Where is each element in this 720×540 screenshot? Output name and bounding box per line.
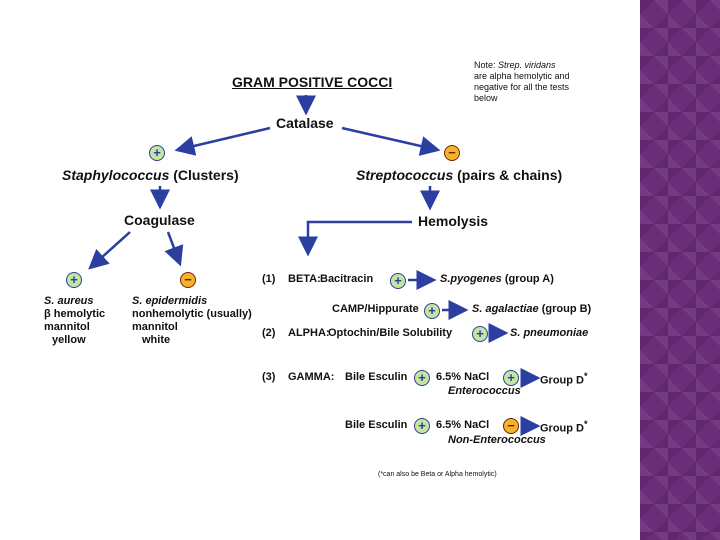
arrow-hemolysis-branch xyxy=(298,220,412,257)
note-label: Note: xyxy=(474,60,496,70)
staph-arrangement: (Clusters) xyxy=(173,167,239,183)
gamma-number: (3) xyxy=(262,371,276,383)
pyogenes-group: (group A) xyxy=(504,273,554,285)
alpha-number: (2) xyxy=(262,327,276,339)
strep-arrangement: (pairs & chains) xyxy=(457,167,563,183)
pneumoniae-result: S. pneumoniae xyxy=(510,327,589,339)
plus-sign-nacl-1: + xyxy=(503,370,519,386)
group-d-asterisk-2: * xyxy=(584,419,588,429)
plus-sign-optochin: + xyxy=(472,326,488,342)
group-d-label-2: Group D xyxy=(540,422,584,435)
bacitracin-test: Bacitracin xyxy=(320,273,374,285)
streptococcus-node: Streptococcus (pairs & chains) xyxy=(356,167,562,183)
strep-genus: Streptococcus xyxy=(356,167,454,183)
epidermidis-name: S. epidermidis xyxy=(132,295,208,307)
note-line-3: negative for all the tests xyxy=(474,82,570,92)
footnote: (*can also be Beta or Alpha hemolytic) xyxy=(378,471,497,478)
aureus-node: S. aureus β hemolytic mannitol yellow xyxy=(44,295,105,347)
minus-sign-strep: − xyxy=(444,145,460,161)
hemolysis-test: Hemolysis xyxy=(418,213,489,229)
epidermidis-hemolysis: nonhemolytic (usually) xyxy=(132,308,252,320)
non-enterococcus-label: Non-Enterococcus xyxy=(448,434,546,446)
group-d-label-1: Group D xyxy=(540,374,584,387)
plus-sign-camp: + xyxy=(424,303,440,319)
aureus-name: S. aureus xyxy=(44,295,94,307)
decorative-sidebar xyxy=(640,0,720,540)
plus-sign-esculin-2: + xyxy=(414,418,430,434)
note-block: Note: Strep. viridans are alpha hemolyti… xyxy=(474,60,570,104)
arrow-catalase-strep xyxy=(341,126,441,156)
note-line-2: are alpha hemolytic and xyxy=(474,71,570,81)
note-line-4: below xyxy=(474,93,498,103)
plus-sign-bacitracin: + xyxy=(390,273,406,289)
group-d-asterisk-1: * xyxy=(584,371,588,381)
optochin-test: Optochin/Bile Solubility xyxy=(328,327,453,339)
pyogenes-result: S.pyogenes (group A) xyxy=(440,273,554,285)
bile-esculin-test-2: Bile Esculin xyxy=(345,419,408,431)
plus-sign-aureus: + xyxy=(66,272,82,288)
aureus-color: yellow xyxy=(52,334,86,346)
arrow-coagulase-epidermidis xyxy=(164,231,184,267)
coagulase-test: Coagulase xyxy=(124,212,195,228)
arrow-catalase-staph xyxy=(174,126,271,156)
alpha-label: ALPHA: xyxy=(288,327,330,339)
enterococcus-label: Enterococcus xyxy=(448,385,521,397)
agalactiae-name: S. agalactiae xyxy=(472,303,539,315)
note-organism: Strep. viridans xyxy=(498,60,556,70)
beta-label: BETA: xyxy=(288,273,321,285)
group-d-result-2: Group D* xyxy=(540,419,588,435)
nacl-test-2: 6.5% NaCl xyxy=(436,419,490,431)
arrow-coagulase-aureus xyxy=(88,231,131,270)
pyogenes-name: S.pyogenes xyxy=(440,273,502,285)
camp-test: CAMP/Hippurate xyxy=(332,303,419,315)
diagram-title: GRAM POSITIVE COCCI xyxy=(232,74,393,90)
plus-sign-staph: + xyxy=(149,145,165,161)
minus-sign-epidermidis: − xyxy=(180,272,196,288)
epidermidis-color: white xyxy=(142,334,171,346)
beta-number: (1) xyxy=(262,273,276,285)
agalactiae-result: S. agalactiae (group B) xyxy=(472,303,591,315)
staphylococcus-node: Staphylococcus (Clusters) xyxy=(62,167,239,183)
bile-esculin-test-1: Bile Esculin xyxy=(345,371,408,383)
gamma-label: GAMMA: xyxy=(288,371,335,383)
minus-sign-nacl-2: − xyxy=(503,418,519,434)
agalactiae-group: (group B) xyxy=(541,303,592,315)
group-d-result-1: Group D* xyxy=(540,371,588,387)
staph-genus: Staphylococcus xyxy=(62,167,170,183)
plus-sign-esculin-1: + xyxy=(414,370,430,386)
epidermidis-node: S. epidermidis nonhemolytic (usually) ma… xyxy=(132,295,252,347)
aureus-mannitol: mannitol xyxy=(44,321,90,333)
aureus-hemolysis: β hemolytic xyxy=(44,308,106,320)
catalase-test: Catalase xyxy=(276,115,334,131)
nacl-test-1: 6.5% NaCl xyxy=(436,371,490,383)
epidermidis-mannitol: mannitol xyxy=(132,321,178,333)
flow-arrows xyxy=(88,95,541,436)
